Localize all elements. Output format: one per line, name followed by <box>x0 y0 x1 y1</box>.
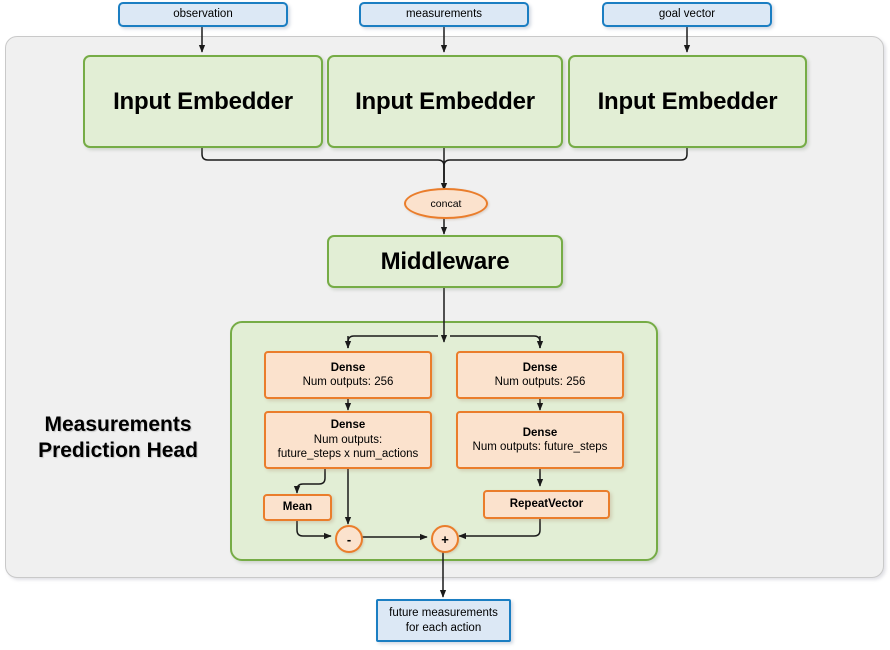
input-embedder-observation[interactable]: Input Embedder <box>83 55 323 148</box>
input-label-observation: observation <box>173 8 233 21</box>
operator-plus-label: + <box>441 531 449 547</box>
mean-label: Mean <box>282 501 313 514</box>
dense-right-1[interactable]: Dense Num outputs: 256 <box>456 351 624 399</box>
middleware-node[interactable]: Middleware <box>327 235 563 288</box>
prediction-head-label-line1: Measurements <box>44 413 192 436</box>
input-embedder-measurements[interactable]: Input Embedder <box>327 55 563 148</box>
middleware-label: Middleware <box>380 247 510 275</box>
dense-right-2[interactable]: Dense Num outputs: future_steps <box>456 411 624 469</box>
prediction-head-label: Measurements Prediction Head <box>18 412 218 463</box>
dense-right-1-sub: Num outputs: 256 <box>494 376 586 388</box>
output-label-line1: future measurements <box>389 607 498 620</box>
repeat-vector-label: RepeatVector <box>509 498 584 511</box>
input-box-observation[interactable]: observation <box>118 2 288 27</box>
repeat-vector-node[interactable]: RepeatVector <box>483 490 610 519</box>
input-box-goal-vector[interactable]: goal vector <box>602 2 772 27</box>
output-label-line2: for each action <box>405 621 482 634</box>
dense-left-1-sub: Num outputs: 256 <box>302 376 394 388</box>
input-embedder-label: Input Embedder <box>113 87 293 115</box>
operator-plus[interactable]: + <box>431 525 459 553</box>
dense-left-2-title: Dense <box>330 419 366 432</box>
dense-left-2[interactable]: Dense Num outputs: future_steps x num_ac… <box>264 411 432 469</box>
operator-minus[interactable]: - <box>335 525 363 553</box>
dense-right-2-sub: Num outputs: future_steps <box>472 441 608 453</box>
input-label-measurements: measurements <box>405 8 483 21</box>
input-label-goal-vector: goal vector <box>658 8 716 21</box>
dense-right-2-title: Dense <box>522 426 558 439</box>
input-embedder-label: Input Embedder <box>597 87 778 115</box>
dense-left-1[interactable]: Dense Num outputs: 256 <box>264 351 432 399</box>
prediction-head-label-line2: Prediction Head <box>38 438 198 462</box>
mean-node[interactable]: Mean <box>263 494 332 521</box>
input-embedder-label: Input Embedder <box>355 87 535 115</box>
dense-left-2-sub1: Num outputs: <box>313 433 383 446</box>
dense-left-1-title: Dense <box>330 361 366 374</box>
concat-label: concat <box>430 197 462 210</box>
input-embedder-goal-vector[interactable]: Input Embedder <box>568 55 807 148</box>
input-box-measurements[interactable]: measurements <box>359 2 529 27</box>
output-box-future-measurements[interactable]: future measurements for each action <box>376 599 511 642</box>
dense-left-2-sub2: future_steps x num_actions <box>277 448 419 461</box>
dense-right-1-title: Dense <box>522 361 558 374</box>
concat-node[interactable]: concat <box>404 188 488 219</box>
operator-minus-label: - <box>346 531 352 547</box>
